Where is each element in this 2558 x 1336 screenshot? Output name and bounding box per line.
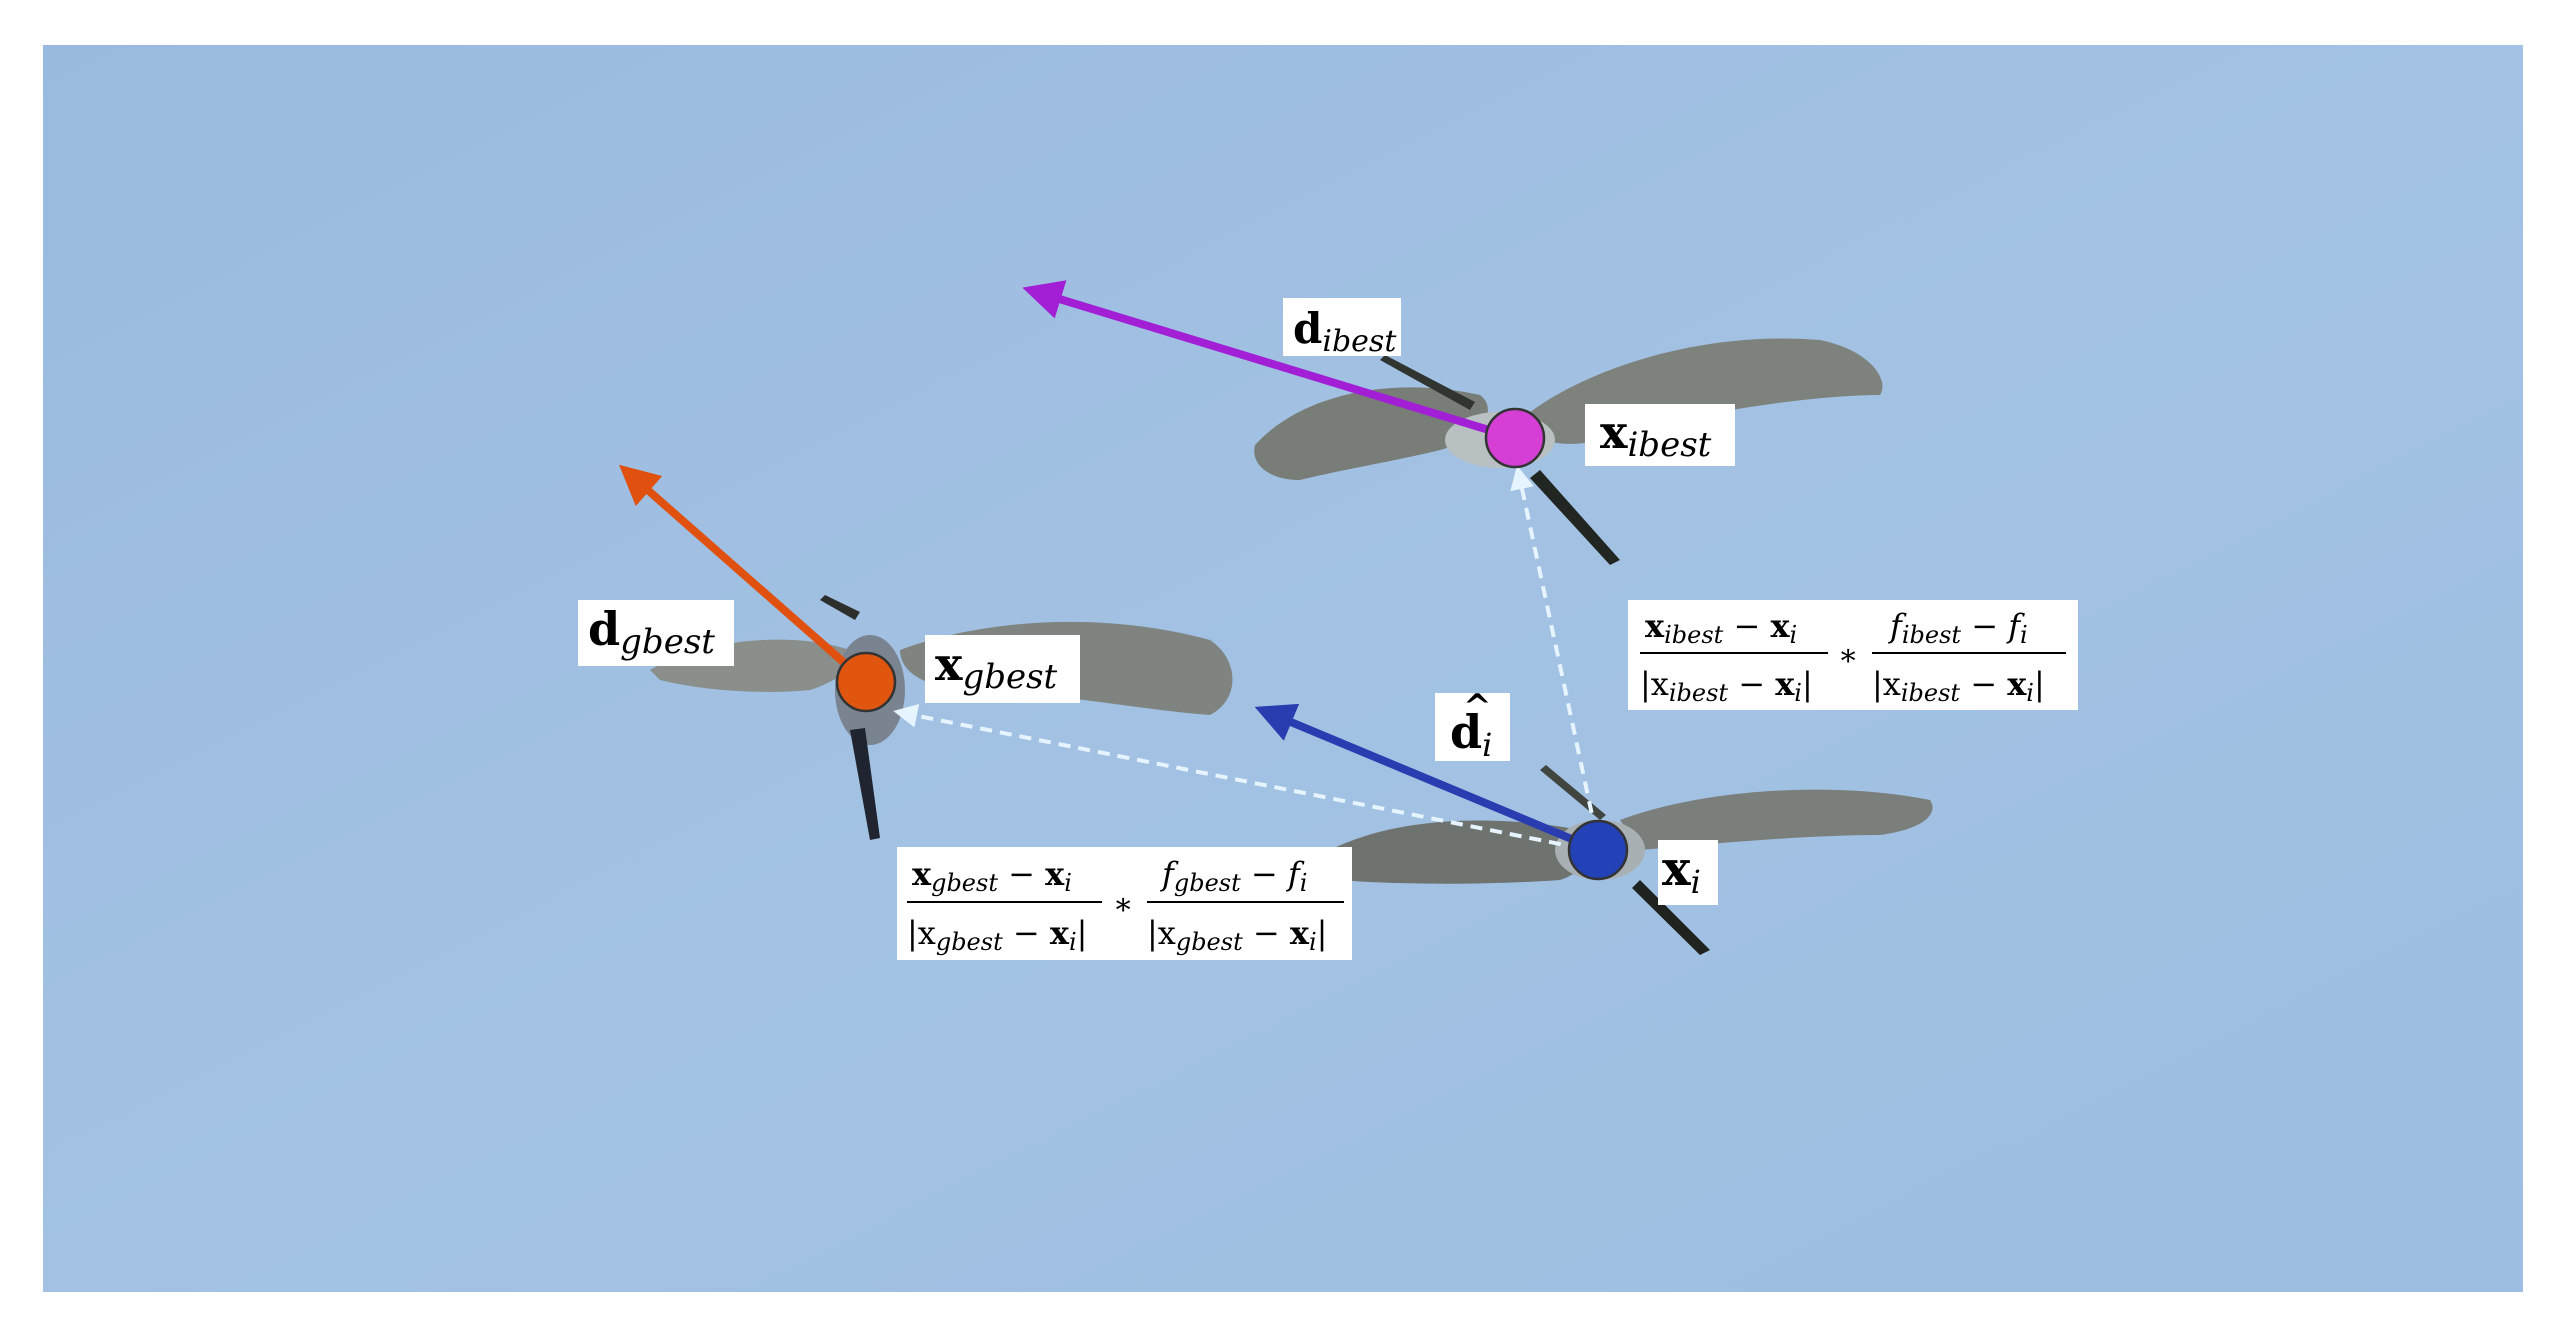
formula-ibest: xibest − xi |xibest − xi| ∗ fibest − fi … xyxy=(1628,600,2078,710)
svg-text:xgbest − xi: xgbest − xi xyxy=(912,855,1072,897)
point-x-i xyxy=(1567,819,1629,881)
arrow-d-hat-i xyxy=(1254,703,1600,854)
formula-gbest: xgbest − xi |xgbest − xi| ∗ fgbest − fi … xyxy=(897,847,1352,960)
svg-text:∗: ∗ xyxy=(1838,638,1858,673)
svg-text:|xibest − xi|: |xibest − xi| xyxy=(1640,665,1813,707)
point-x-ibest xyxy=(1484,407,1546,469)
point-x-gbest xyxy=(835,651,897,713)
label-d-ibest: dibest xyxy=(1283,298,1401,359)
dashed-line-to-ibest xyxy=(1510,465,1602,853)
label-d-gbest: dgbest xyxy=(578,600,734,666)
svg-text:xi: xi xyxy=(1662,841,1701,901)
arrow-d-ibest xyxy=(1022,280,1517,442)
label-x-gbest: xgbest xyxy=(925,635,1080,703)
svg-text:di: di xyxy=(1450,705,1492,764)
sky-background xyxy=(43,45,2523,1292)
svg-text:dgbest: dgbest xyxy=(588,602,715,662)
svg-text:xibest − xi: xibest − xi xyxy=(1645,607,1797,649)
svg-text:^: ^ xyxy=(1463,687,1492,727)
svg-text:|xgbest − xi|: |xgbest − xi| xyxy=(907,914,1087,956)
svg-text:|xgbest − xi|: |xgbest − xi| xyxy=(1147,914,1327,956)
label-x-i: xi xyxy=(1658,840,1718,905)
label-d-hat-i: ^ di xyxy=(1435,687,1510,764)
svg-text:xibest: xibest xyxy=(1600,405,1712,465)
arrow-d-gbest xyxy=(618,464,869,686)
svg-text:∗: ∗ xyxy=(1113,887,1133,922)
svg-text:|xibest − xi|: |xibest − xi| xyxy=(1872,665,2045,707)
label-x-ibest: xibest xyxy=(1585,404,1735,466)
svg-text:xgbest: xgbest xyxy=(935,637,1058,697)
svg-text:dibest: dibest xyxy=(1293,304,1397,359)
